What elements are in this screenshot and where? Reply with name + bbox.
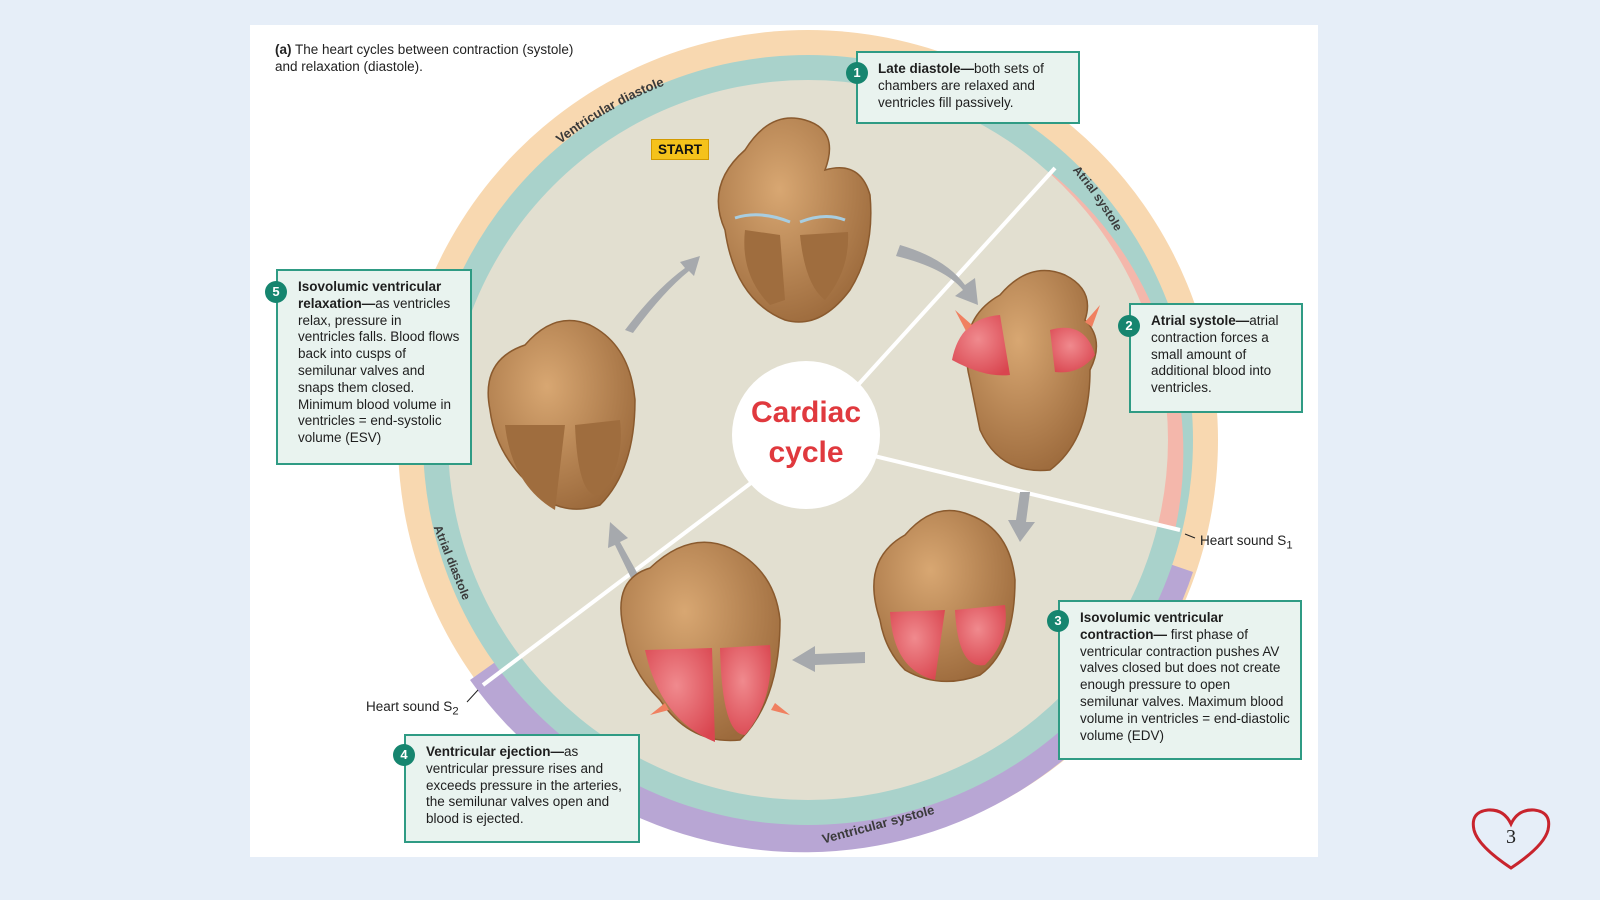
arrow-4-to-5 [608, 522, 640, 580]
center-circle [732, 361, 880, 509]
heart-page-icon [1471, 808, 1551, 870]
arrow-1-to-2 [896, 245, 978, 305]
figure-caption: (a) The heart cycles between contraction… [275, 41, 575, 75]
heart-illustration-3 [873, 509, 1016, 683]
step-number-badge: 2 [1118, 315, 1140, 337]
heart-sound-s2: Heart sound S2 [366, 699, 459, 718]
step-box-isovolumic-relaxation: Isovolumic ventricular relaxation—as ven… [276, 269, 472, 465]
s2-text: Heart sound S [366, 699, 453, 714]
pressure-arrows [650, 305, 1100, 715]
step-box-ventricular-ejection: Ventricular ejection—as ventricular pres… [404, 734, 640, 843]
step-title: Late diastole [878, 61, 961, 76]
s1-sub: 1 [1286, 539, 1293, 552]
step-body: first phase of ventricular contraction p… [1080, 626, 1290, 743]
s1-pointer [1184, 533, 1196, 539]
start-label: START [651, 139, 709, 160]
step-title: Isovolumic ventricular contraction [1080, 610, 1224, 642]
step-number-badge: 5 [265, 281, 287, 303]
step-body: as ventricles relax, pressure in ventric… [298, 295, 460, 446]
s2-sub: 2 [452, 705, 459, 718]
center-title: Cardiac cycle [740, 393, 872, 473]
caption-label: (a) [275, 42, 292, 57]
step-box-isovolumic-contraction: Isovolumic ventricular contraction— firs… [1058, 600, 1302, 760]
heart-illustration-4 [620, 541, 781, 742]
arrow-3-to-4 [792, 646, 865, 672]
caption-text: The heart cycles between contraction (sy… [275, 42, 574, 74]
step-title: Atrial systole [1151, 313, 1236, 328]
heart-sound-s1: Heart sound S1 [1200, 533, 1293, 552]
step-number-badge: 3 [1047, 610, 1069, 632]
heart-illustration-1 [717, 117, 872, 323]
s1-text: Heart sound S [1200, 533, 1287, 548]
step-number-badge: 4 [393, 744, 415, 766]
cardiac-cycle-diagram: Ventricular diastole Atrial systole Atri… [398, 30, 1218, 853]
step-box-late-diastole: Late diastole—both sets of chambers are … [856, 51, 1080, 124]
step-box-atrial-systole: Atrial systole—atrial contraction forces… [1129, 303, 1303, 413]
step-title: Isovolumic ventricular relaxation [298, 279, 442, 311]
step-body: as ventricular pressure rises and exceed… [426, 744, 622, 827]
arrow-5-to-1 [625, 256, 700, 333]
step-number-badge: 1 [846, 62, 868, 84]
s2-pointer [466, 689, 479, 703]
center-title-line1: Cardiac [750, 396, 862, 429]
step-title: Ventricular ejection [426, 744, 551, 759]
heart-illustration-5 [487, 319, 636, 510]
cycle-arrows [608, 245, 1035, 672]
center-title-line2: cycle [768, 436, 844, 469]
arrow-2-to-3 [1008, 492, 1035, 542]
page-number: 3 [1506, 826, 1516, 848]
step-body: atrial contraction forces a small amount… [1151, 313, 1279, 396]
step-body: both sets of chambers are relaxed and ve… [878, 61, 1044, 110]
